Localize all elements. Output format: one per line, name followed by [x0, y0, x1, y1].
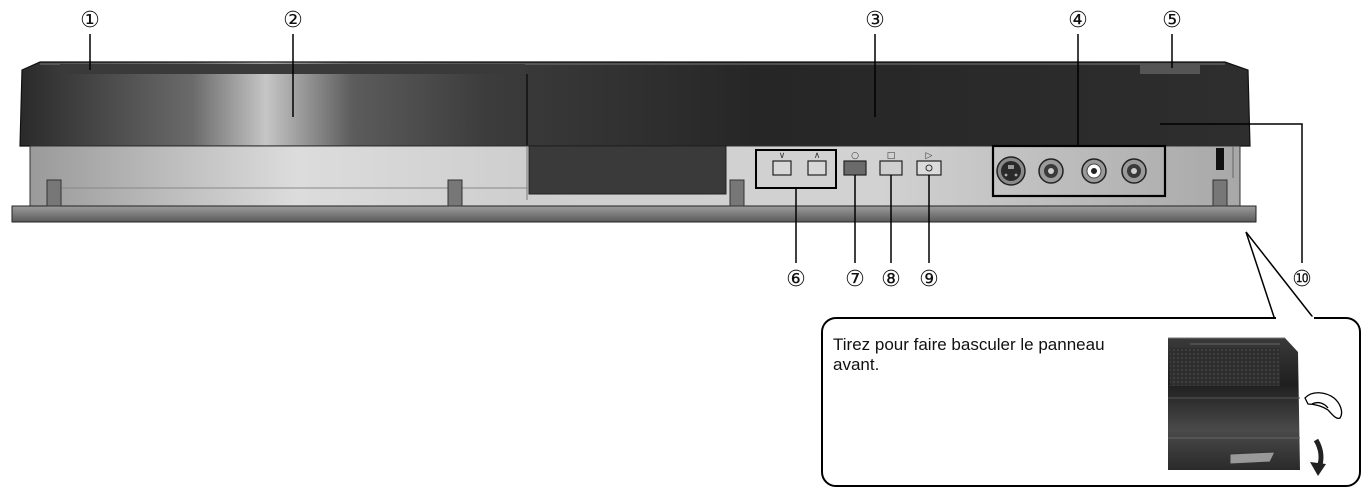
- foot-1: [46, 179, 62, 207]
- foot-2: [447, 179, 463, 207]
- top-panel: [19, 61, 1251, 147]
- stop-button[interactable]: [879, 160, 903, 176]
- base-plate: [11, 205, 1257, 223]
- stop-glyph: □: [887, 151, 896, 161]
- leader-lines: [89, 34, 1316, 321]
- foot-4: [1212, 179, 1228, 207]
- callout-2: ②: [283, 8, 303, 33]
- inset-panel-image: [1168, 337, 1300, 470]
- channel-down-button[interactable]: [772, 160, 792, 176]
- callout-6: ⑥: [786, 267, 806, 292]
- foot-3: [729, 179, 745, 207]
- callout-10: ⑩: [1292, 267, 1312, 292]
- recorder-body: [11, 61, 1257, 223]
- down-arrow-icon: [1310, 438, 1326, 476]
- callout-3: ③: [865, 8, 885, 33]
- callout-9: ⑨: [919, 267, 939, 292]
- rec-button[interactable]: [843, 160, 867, 176]
- inset-instruction-text: Tirez pour faire basculer le panneau ava…: [833, 335, 1105, 374]
- dv-terminal: [1216, 148, 1224, 170]
- display-window: [528, 145, 727, 195]
- video-jack[interactable]: [1038, 158, 1064, 184]
- hand-icon: [1304, 392, 1343, 420]
- play-button[interactable]: [916, 160, 942, 176]
- callout-5: ⑤: [1162, 8, 1182, 33]
- callout-4: ④: [1068, 8, 1088, 33]
- channel-up-button[interactable]: [807, 160, 827, 176]
- channel-up-glyph: ∧: [814, 151, 821, 161]
- callout-1: ①: [80, 8, 100, 33]
- callout-7: ⑦: [845, 267, 865, 292]
- channel-down-glyph: ∨: [779, 151, 786, 161]
- play-glyph: ▷: [926, 151, 933, 161]
- audio-left-jack[interactable]: [1081, 158, 1107, 184]
- rec-glyph: ○: [851, 151, 859, 161]
- sd-slot-cover: [1140, 64, 1200, 74]
- play-led: [925, 164, 933, 172]
- av-input-frame: [991, 144, 1167, 198]
- callout-8: ⑧: [881, 267, 901, 292]
- s-video-jack[interactable]: [996, 156, 1026, 186]
- audio-right-jack[interactable]: [1121, 158, 1147, 184]
